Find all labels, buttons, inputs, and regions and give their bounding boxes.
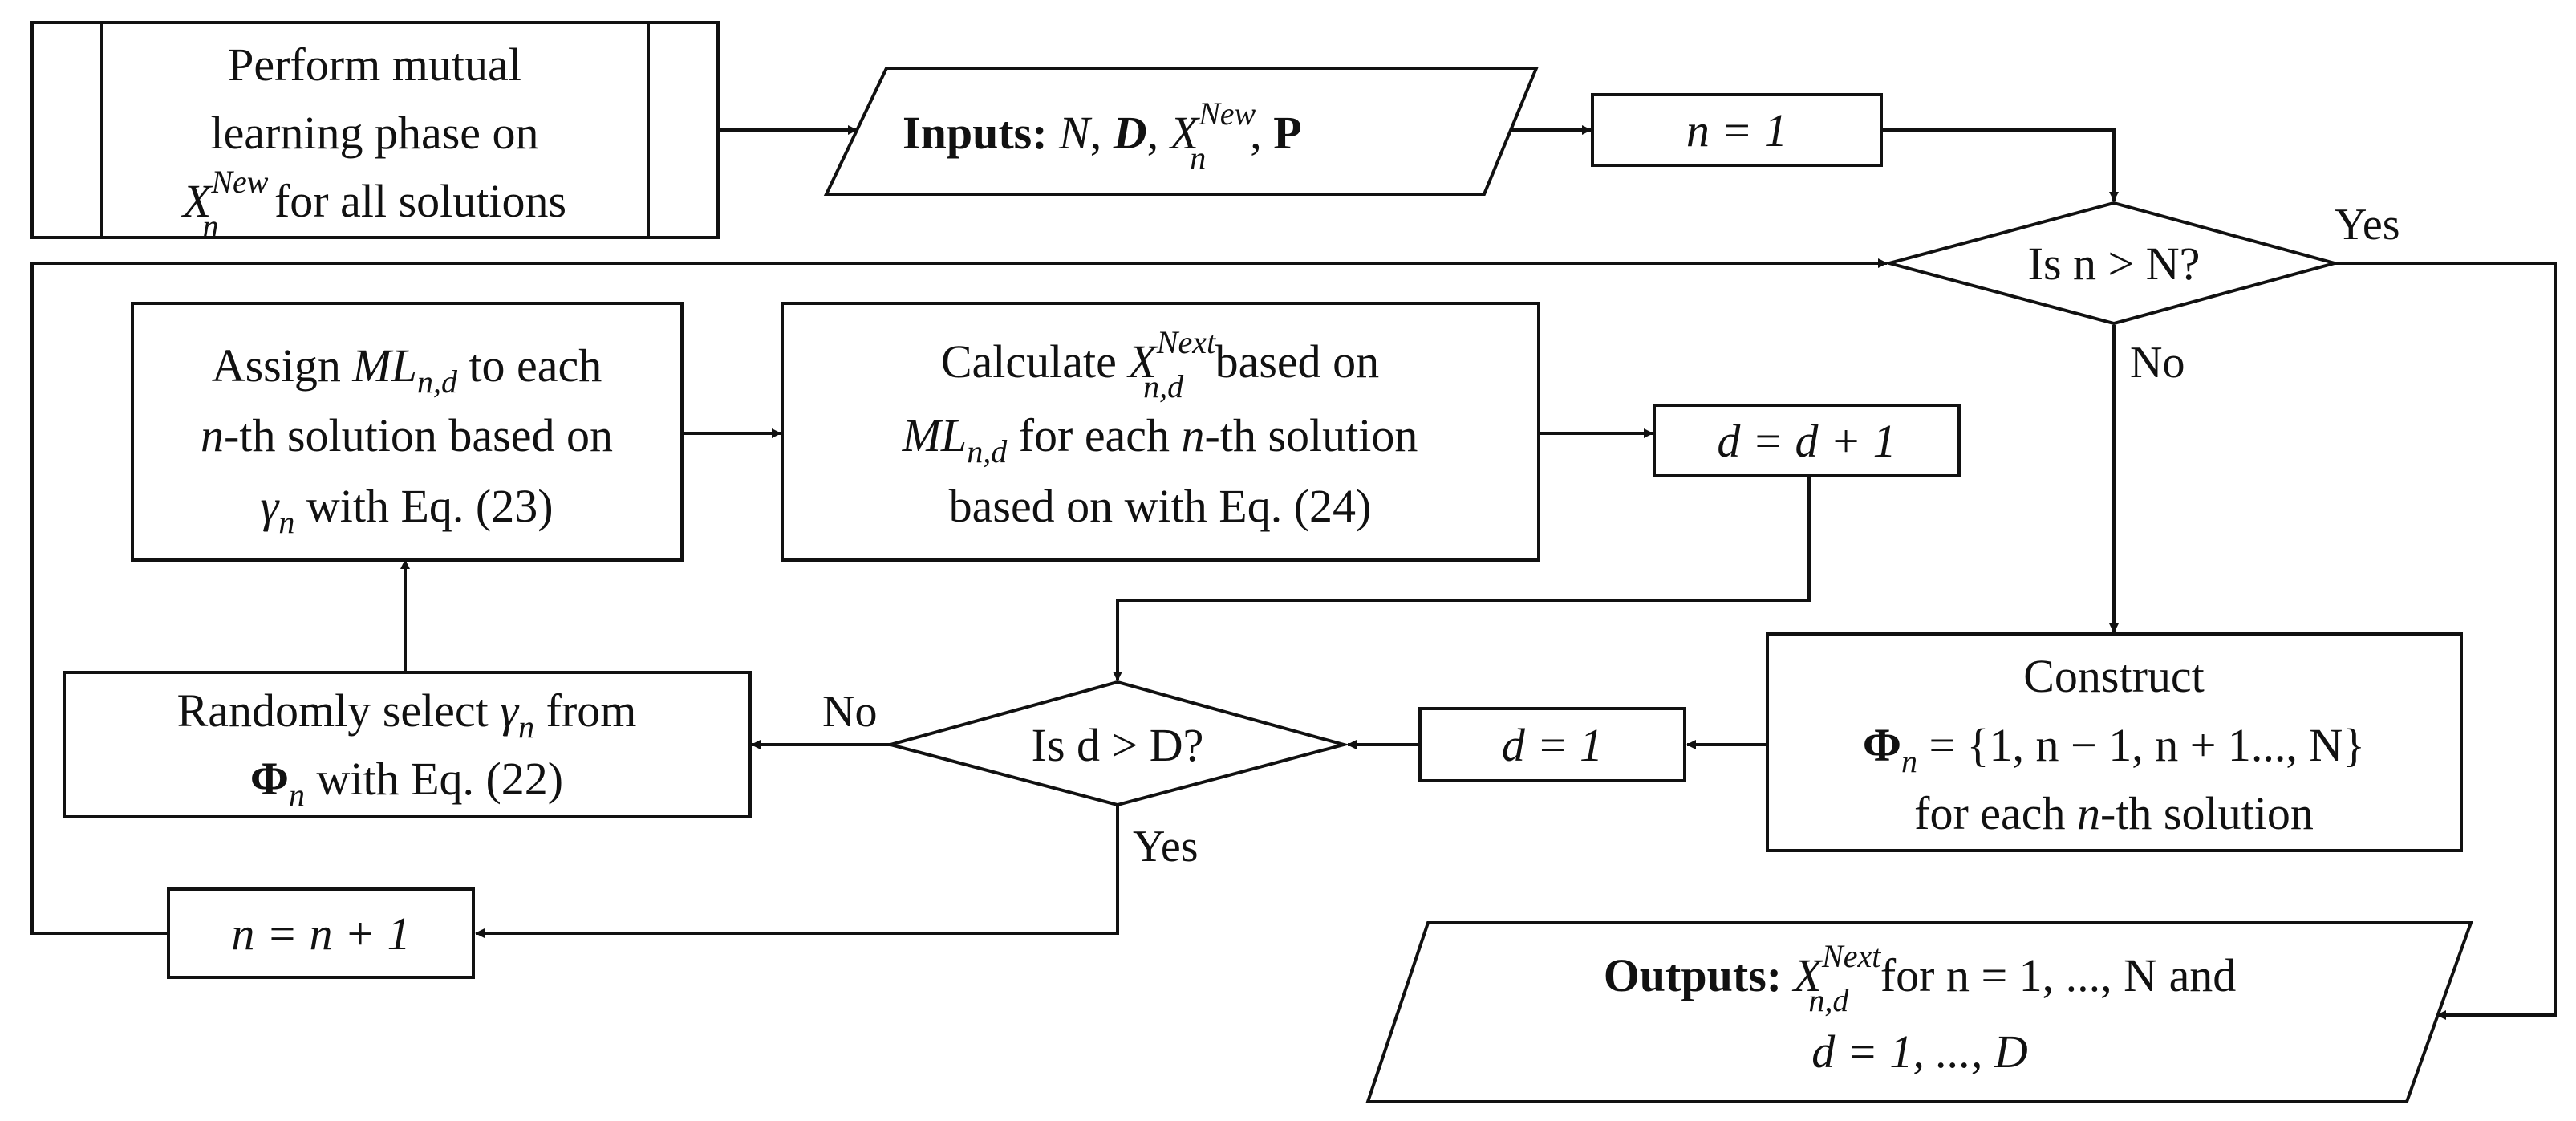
n-init-text: n = 1 bbox=[1686, 104, 1787, 156]
calculate-line2: MLn,d for each n-th solution bbox=[902, 409, 1418, 469]
arrow-decision-n-yes-to-outputs bbox=[2335, 262, 2557, 1020]
random-line1: Randomly select γn from bbox=[177, 684, 637, 745]
assign-box: Assign MLn,d to each n-th solution based… bbox=[131, 302, 684, 562]
outputs-line2: d = 1, ..., D bbox=[1811, 1026, 2028, 1078]
decision-n-diamond: Is n > N? bbox=[1883, 201, 2341, 326]
decision-n-text: Is n > N? bbox=[2028, 238, 2201, 290]
arrow-decision-d-yes-to-n-increment bbox=[475, 806, 1119, 938]
d-increment-text: d = d + 1 bbox=[1717, 415, 1896, 467]
arrow-d-increment-to-decision-d bbox=[1113, 476, 1811, 681]
decision-n-yes-label: Yes bbox=[2335, 200, 2400, 250]
decision-d-no-label: No bbox=[822, 687, 877, 737]
construct-line2: Φn = {1, n − 1, n + 1..., N} bbox=[1863, 719, 2365, 779]
decision-d-yes-label: Yes bbox=[1133, 822, 1198, 871]
d-init-box: d = 1 bbox=[1418, 707, 1686, 782]
connectors bbox=[30, 125, 2557, 1020]
assign-line3: γn with Eq. (23) bbox=[260, 480, 553, 540]
assign-line2: n-th solution based on bbox=[201, 409, 613, 461]
predefined-process-line2: learning phase on bbox=[210, 107, 538, 159]
construct-box: Construct Φn = {1, n − 1, n + 1..., N} f… bbox=[1766, 632, 2463, 852]
n-init-box: n = 1 bbox=[1591, 93, 1883, 167]
calculate-line3: based on with Eq. (24) bbox=[949, 480, 1372, 532]
d-init-text: d = 1 bbox=[1502, 719, 1603, 771]
arrow-n-init-to-decision-n bbox=[1881, 128, 2119, 201]
decision-d-diamond: Is d > D? bbox=[884, 680, 1350, 807]
random-line2: Φn with Eq. (22) bbox=[250, 753, 563, 813]
decision-d-text: Is d > D? bbox=[1032, 719, 1204, 771]
arrow-n-increment-loop-to-decision-n bbox=[30, 258, 1888, 935]
construct-line3: for each n-th solution bbox=[1914, 787, 2314, 839]
decision-n-no-label: No bbox=[2130, 338, 2185, 388]
assign-line1: Assign MLn,d to each bbox=[212, 339, 602, 400]
n-increment-box: n = n + 1 bbox=[167, 887, 475, 979]
predefined-process-line1: Perform mutual bbox=[228, 39, 521, 91]
d-increment-box: d = d + 1 bbox=[1653, 404, 1961, 477]
random-select-box: Randomly select γn from Φn with Eq. (22) bbox=[63, 671, 752, 818]
n-increment-text: n = n + 1 bbox=[231, 908, 410, 960]
construct-line1: Construct bbox=[2023, 650, 2205, 702]
